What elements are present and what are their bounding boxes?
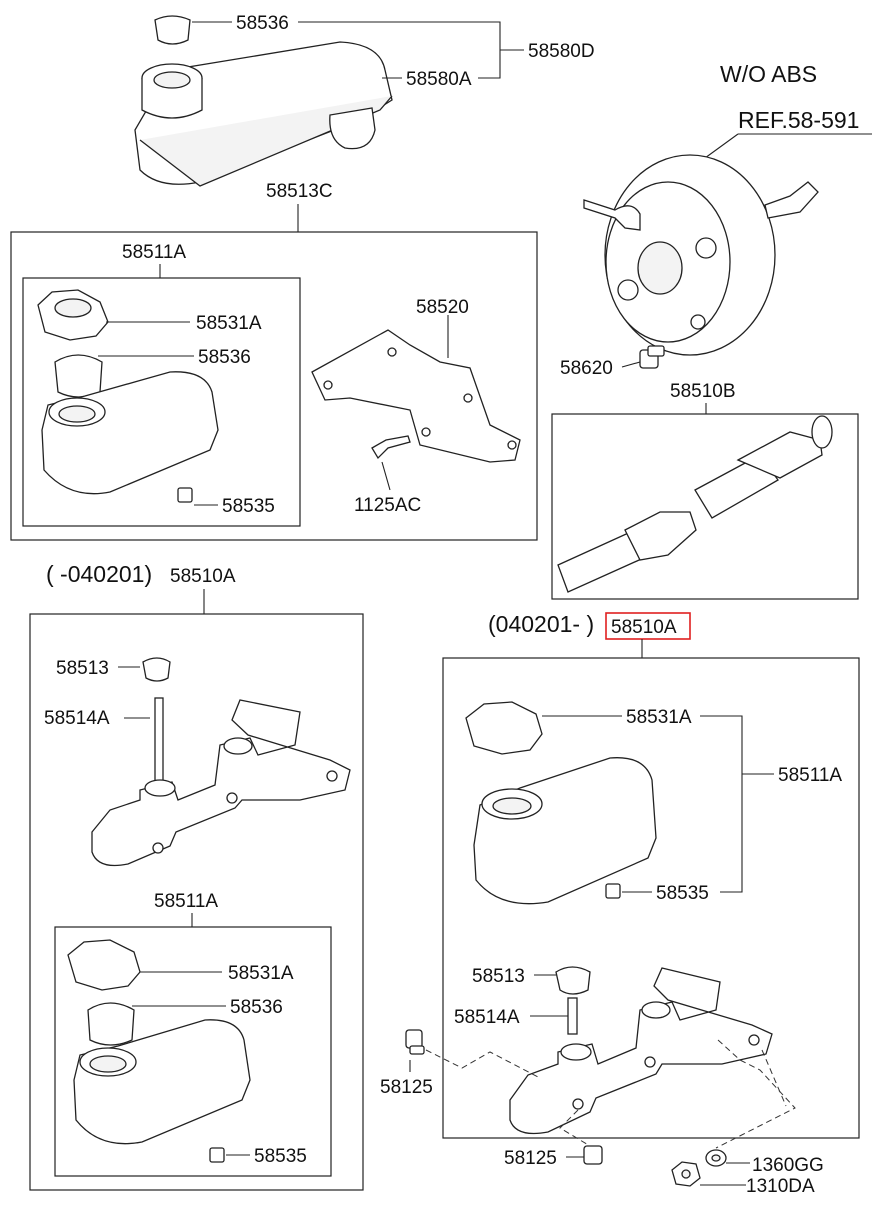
label-nut[interactable]: 1310DA — [746, 1176, 815, 1197]
mc-new-frame — [442, 657, 860, 1139]
fitting-58620-drawing — [639, 345, 665, 369]
piston-kit-frame — [551, 413, 859, 600]
label-range-old: ( -040201) — [46, 561, 152, 587]
brake-booster-drawing — [583, 154, 819, 356]
label-range-new: (040201- ) — [488, 611, 594, 637]
label-pin-b[interactable]: 58535 — [254, 1146, 307, 1167]
label-bracket[interactable]: 58520 — [416, 297, 469, 318]
label-wo-abs: W/O ABS — [720, 61, 817, 87]
bracket-drawing — [311, 329, 521, 463]
plug-left-drawing — [405, 1029, 425, 1055]
label-kit-box[interactable]: 58513C — [266, 181, 333, 202]
nut-drawing — [671, 1161, 701, 1187]
label-plug-left[interactable]: 58125 — [380, 1077, 433, 1098]
label-res-group-b[interactable]: 58511A — [154, 891, 218, 912]
washer-drawing — [705, 1149, 727, 1167]
label-plug-bottom[interactable]: 58125 — [504, 1148, 557, 1169]
label-res-assy-top[interactable]: 58580D — [528, 41, 595, 62]
mc-old-frame — [29, 613, 364, 1191]
mc-old-drawing — [91, 657, 351, 867]
label-pin-old[interactable]: 58514A — [44, 708, 110, 729]
label-mc-new[interactable]: 58510A — [611, 617, 677, 638]
label-grommet-new[interactable]: 58513 — [472, 966, 525, 987]
label-pin-a[interactable]: 58535 — [222, 496, 275, 517]
label-res-group-c[interactable]: 58511A — [778, 765, 842, 786]
reservoir-c-drawing — [465, 701, 657, 905]
label-pin-new[interactable]: 58514A — [454, 1007, 520, 1028]
reservoir-top-drawing — [134, 15, 393, 187]
kit-58513c-frame — [10, 231, 538, 541]
label-cap-a[interactable]: 58531A — [196, 313, 262, 334]
piston-kit-drawing — [557, 415, 833, 593]
label-washer[interactable]: 1360GG — [752, 1155, 824, 1176]
label-cap-c[interactable]: 58531A — [626, 707, 692, 728]
plug-bottom-drawing — [583, 1145, 603, 1165]
label-seal-a[interactable]: 58536 — [198, 347, 251, 368]
label-mc-old[interactable]: 58510A — [170, 566, 236, 587]
label-seal-b[interactable]: 58536 — [230, 997, 283, 1018]
res-group-b-frame — [54, 926, 332, 1177]
label-ref-booster[interactable]: REF.58-591 — [738, 107, 859, 133]
res-group-a-frame — [22, 277, 301, 527]
label-bolt[interactable]: 1125AC — [354, 495, 421, 516]
label-res-group-a[interactable]: 58511A — [122, 242, 186, 263]
label-fitting[interactable]: 58620 — [560, 358, 613, 379]
reservoir-b-drawing — [67, 939, 251, 1163]
label-pin-c[interactable]: 58535 — [656, 883, 709, 904]
mc-new-drawing — [509, 966, 773, 1135]
label-res-cap-top[interactable]: 58536 — [236, 13, 289, 34]
highlight-mc-new — [605, 612, 691, 640]
label-piston-kit[interactable]: 58510B — [670, 381, 736, 402]
label-cap-b[interactable]: 58531A — [228, 963, 294, 984]
label-res-body-top[interactable]: 58580A — [406, 69, 472, 90]
label-grommet-old[interactable]: 58513 — [56, 658, 109, 679]
